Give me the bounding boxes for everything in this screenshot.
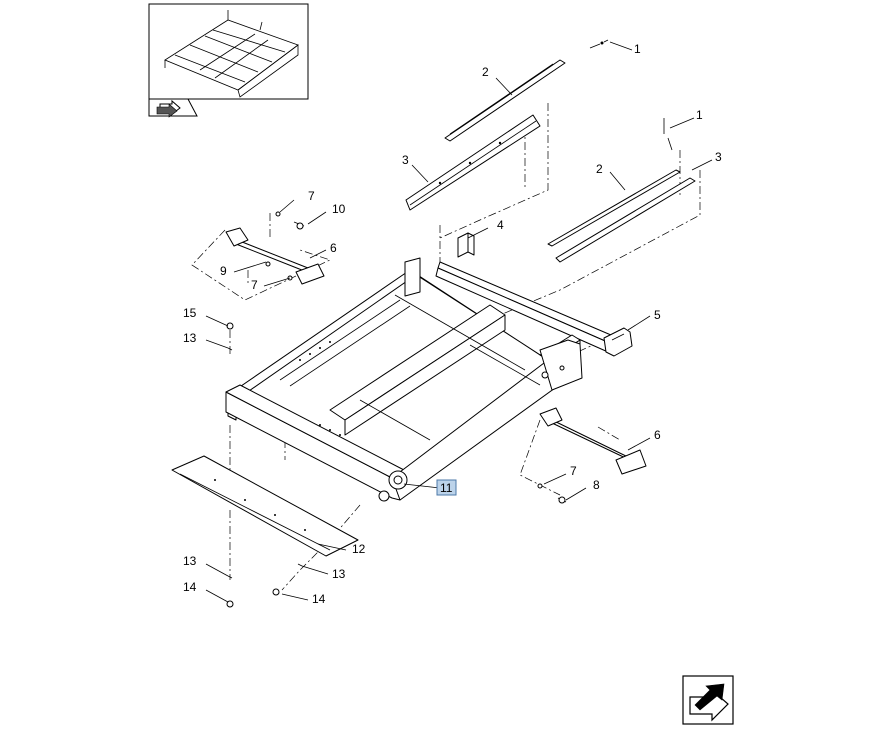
- callout-7[interactable]: 7: [251, 278, 258, 292]
- callout-15[interactable]: 15: [183, 306, 197, 320]
- rivet-1-left[interactable]: [589, 39, 609, 49]
- bottom-shield-12[interactable]: [171, 455, 359, 557]
- callout-7[interactable]: 7: [308, 189, 315, 203]
- callout-14[interactable]: 14: [312, 592, 326, 606]
- callout-2[interactable]: 2: [596, 162, 603, 176]
- callout-labels: 1 2 3 1 2 3 4 5 6 6 7 7 7 8 9 10 11 12 1…: [183, 42, 722, 606]
- leader-lines: [205, 41, 713, 603]
- next-view-arrow-icon[interactable]: [682, 675, 734, 725]
- callout-13[interactable]: 13: [332, 567, 346, 581]
- callout-3[interactable]: 3: [715, 150, 722, 164]
- callout-1[interactable]: 1: [696, 108, 703, 122]
- callout-1[interactable]: 1: [634, 42, 641, 56]
- callout-8[interactable]: 8: [593, 478, 600, 492]
- nut-15[interactable]: [226, 322, 234, 330]
- callout-7[interactable]: 7: [570, 464, 577, 478]
- arm-6-upper[interactable]: [225, 227, 325, 285]
- callout-3[interactable]: 3: [402, 153, 409, 167]
- callout-2[interactable]: 2: [482, 65, 489, 79]
- overview-thumbnail[interactable]: [148, 3, 309, 118]
- previous-view-arrow-icon[interactable]: [148, 98, 198, 118]
- bolt-14-right[interactable]: [272, 588, 280, 596]
- nut-14-left[interactable]: [226, 600, 234, 608]
- washer-13-upper[interactable]: [227, 347, 233, 351]
- callout-13[interactable]: 13: [183, 554, 197, 568]
- washer-13-left[interactable]: [227, 575, 233, 579]
- callout-14[interactable]: 14: [183, 580, 197, 594]
- callout-11-highlight: [436, 479, 457, 496]
- trim-strip-left-2[interactable]: [444, 59, 566, 142]
- callout-6[interactable]: 6: [330, 241, 337, 255]
- arm-6-lower[interactable]: [539, 407, 647, 475]
- callout-5[interactable]: 5: [654, 308, 661, 322]
- washer-13-right[interactable]: [297, 563, 303, 567]
- callout-4[interactable]: 4: [497, 218, 504, 232]
- callout-13[interactable]: 13: [183, 331, 197, 345]
- overview-frame-sketch: [164, 10, 299, 98]
- washer-9[interactable]: [265, 261, 271, 267]
- bolt-10[interactable]: [293, 221, 305, 230]
- bracket-4[interactable]: [457, 232, 475, 258]
- rivet-1-right[interactable]: [663, 118, 673, 151]
- bracket-5[interactable]: [603, 327, 633, 357]
- washer-7-upper[interactable]: [275, 211, 281, 217]
- trim-strip-right-2[interactable]: [547, 169, 681, 247]
- callout-9[interactable]: 9: [220, 264, 227, 278]
- washer-7-lower[interactable]: [537, 483, 543, 489]
- seal-strip-right-3[interactable]: [555, 177, 696, 263]
- seal-strip-left-3[interactable]: [405, 114, 541, 211]
- callout-11[interactable]: 11: [440, 481, 453, 495]
- callout-10[interactable]: 10: [332, 202, 346, 216]
- main-frame-11[interactable]: [225, 257, 583, 502]
- callout-12[interactable]: 12: [352, 542, 366, 556]
- callout-6[interactable]: 6: [654, 428, 661, 442]
- bolt-8[interactable]: [557, 496, 567, 504]
